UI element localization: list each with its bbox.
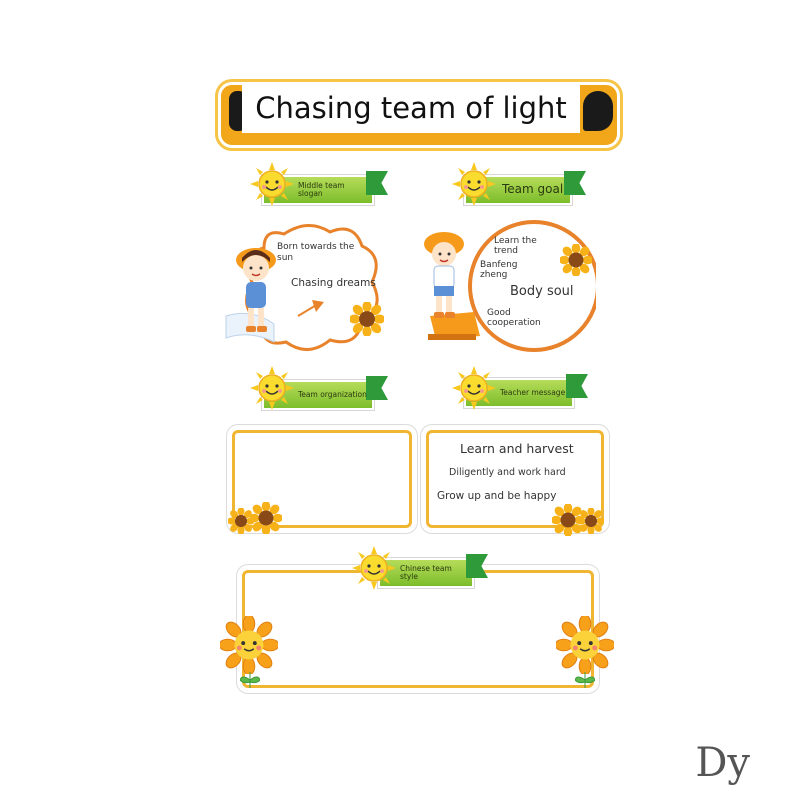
sunflower-smiley-icon [220, 616, 278, 674]
sunflower-icon [250, 502, 282, 534]
sunflower-smiley-icon [556, 616, 614, 674]
leaf-icon [575, 672, 595, 688]
signature: Dy [695, 740, 750, 786]
leaf-icon [240, 672, 260, 688]
sunflower-icon [578, 508, 604, 534]
page-title: Chasing team of light [242, 83, 580, 133]
boy-illustration [424, 232, 464, 318]
sun-icon [250, 162, 294, 206]
sunflower-icon [560, 244, 592, 276]
sunflower-icon [350, 302, 384, 336]
sun-icon [452, 162, 496, 206]
arrow-icon [297, 300, 324, 317]
badge-team-style: Chinese team style [378, 554, 488, 588]
badge-slogan: Middle team slogan [262, 171, 388, 205]
sun-icon [452, 366, 496, 410]
sun-icon [352, 546, 396, 590]
girl-illustration [236, 248, 276, 332]
sun-icon [250, 366, 294, 410]
team-style-panel [242, 570, 594, 688]
